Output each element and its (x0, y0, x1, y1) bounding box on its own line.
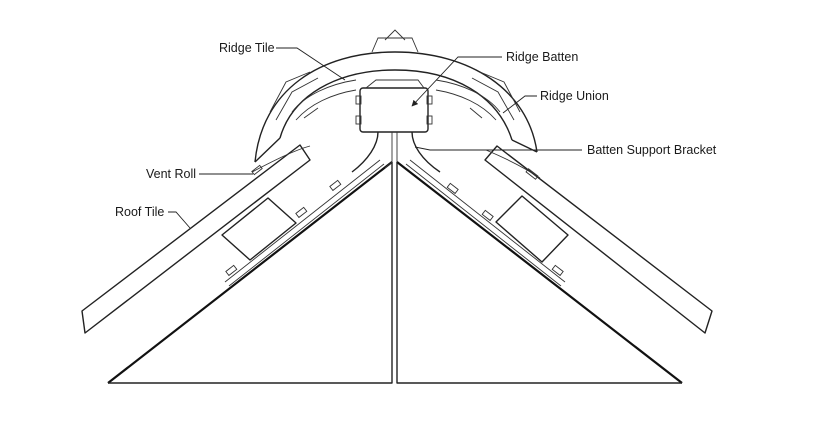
right-rafter (396, 161, 683, 384)
vent-roll (251, 145, 541, 179)
label-vent-roll: Vent Roll (146, 167, 196, 181)
ridge-batten (355, 79, 433, 133)
left-membrane (224, 159, 385, 287)
left-rafter (107, 161, 393, 384)
label-ridge-tile: Ridge Tile (219, 41, 275, 55)
right-membrane (405, 159, 566, 287)
left-roof-tile (81, 144, 311, 334)
label-roof-tile: Roof Tile (115, 205, 164, 219)
right-roof-tile (484, 145, 713, 334)
label-batten-support-bracket: Batten Support Bracket (587, 143, 717, 157)
ridge-union-right (435, 71, 521, 121)
leader-lines (168, 47, 582, 229)
batten-support-bracket (351, 131, 441, 173)
label-ridge-batten: Ridge Batten (506, 50, 578, 64)
ridge-union-left (269, 71, 357, 121)
label-ridge-union: Ridge Union (540, 89, 609, 103)
